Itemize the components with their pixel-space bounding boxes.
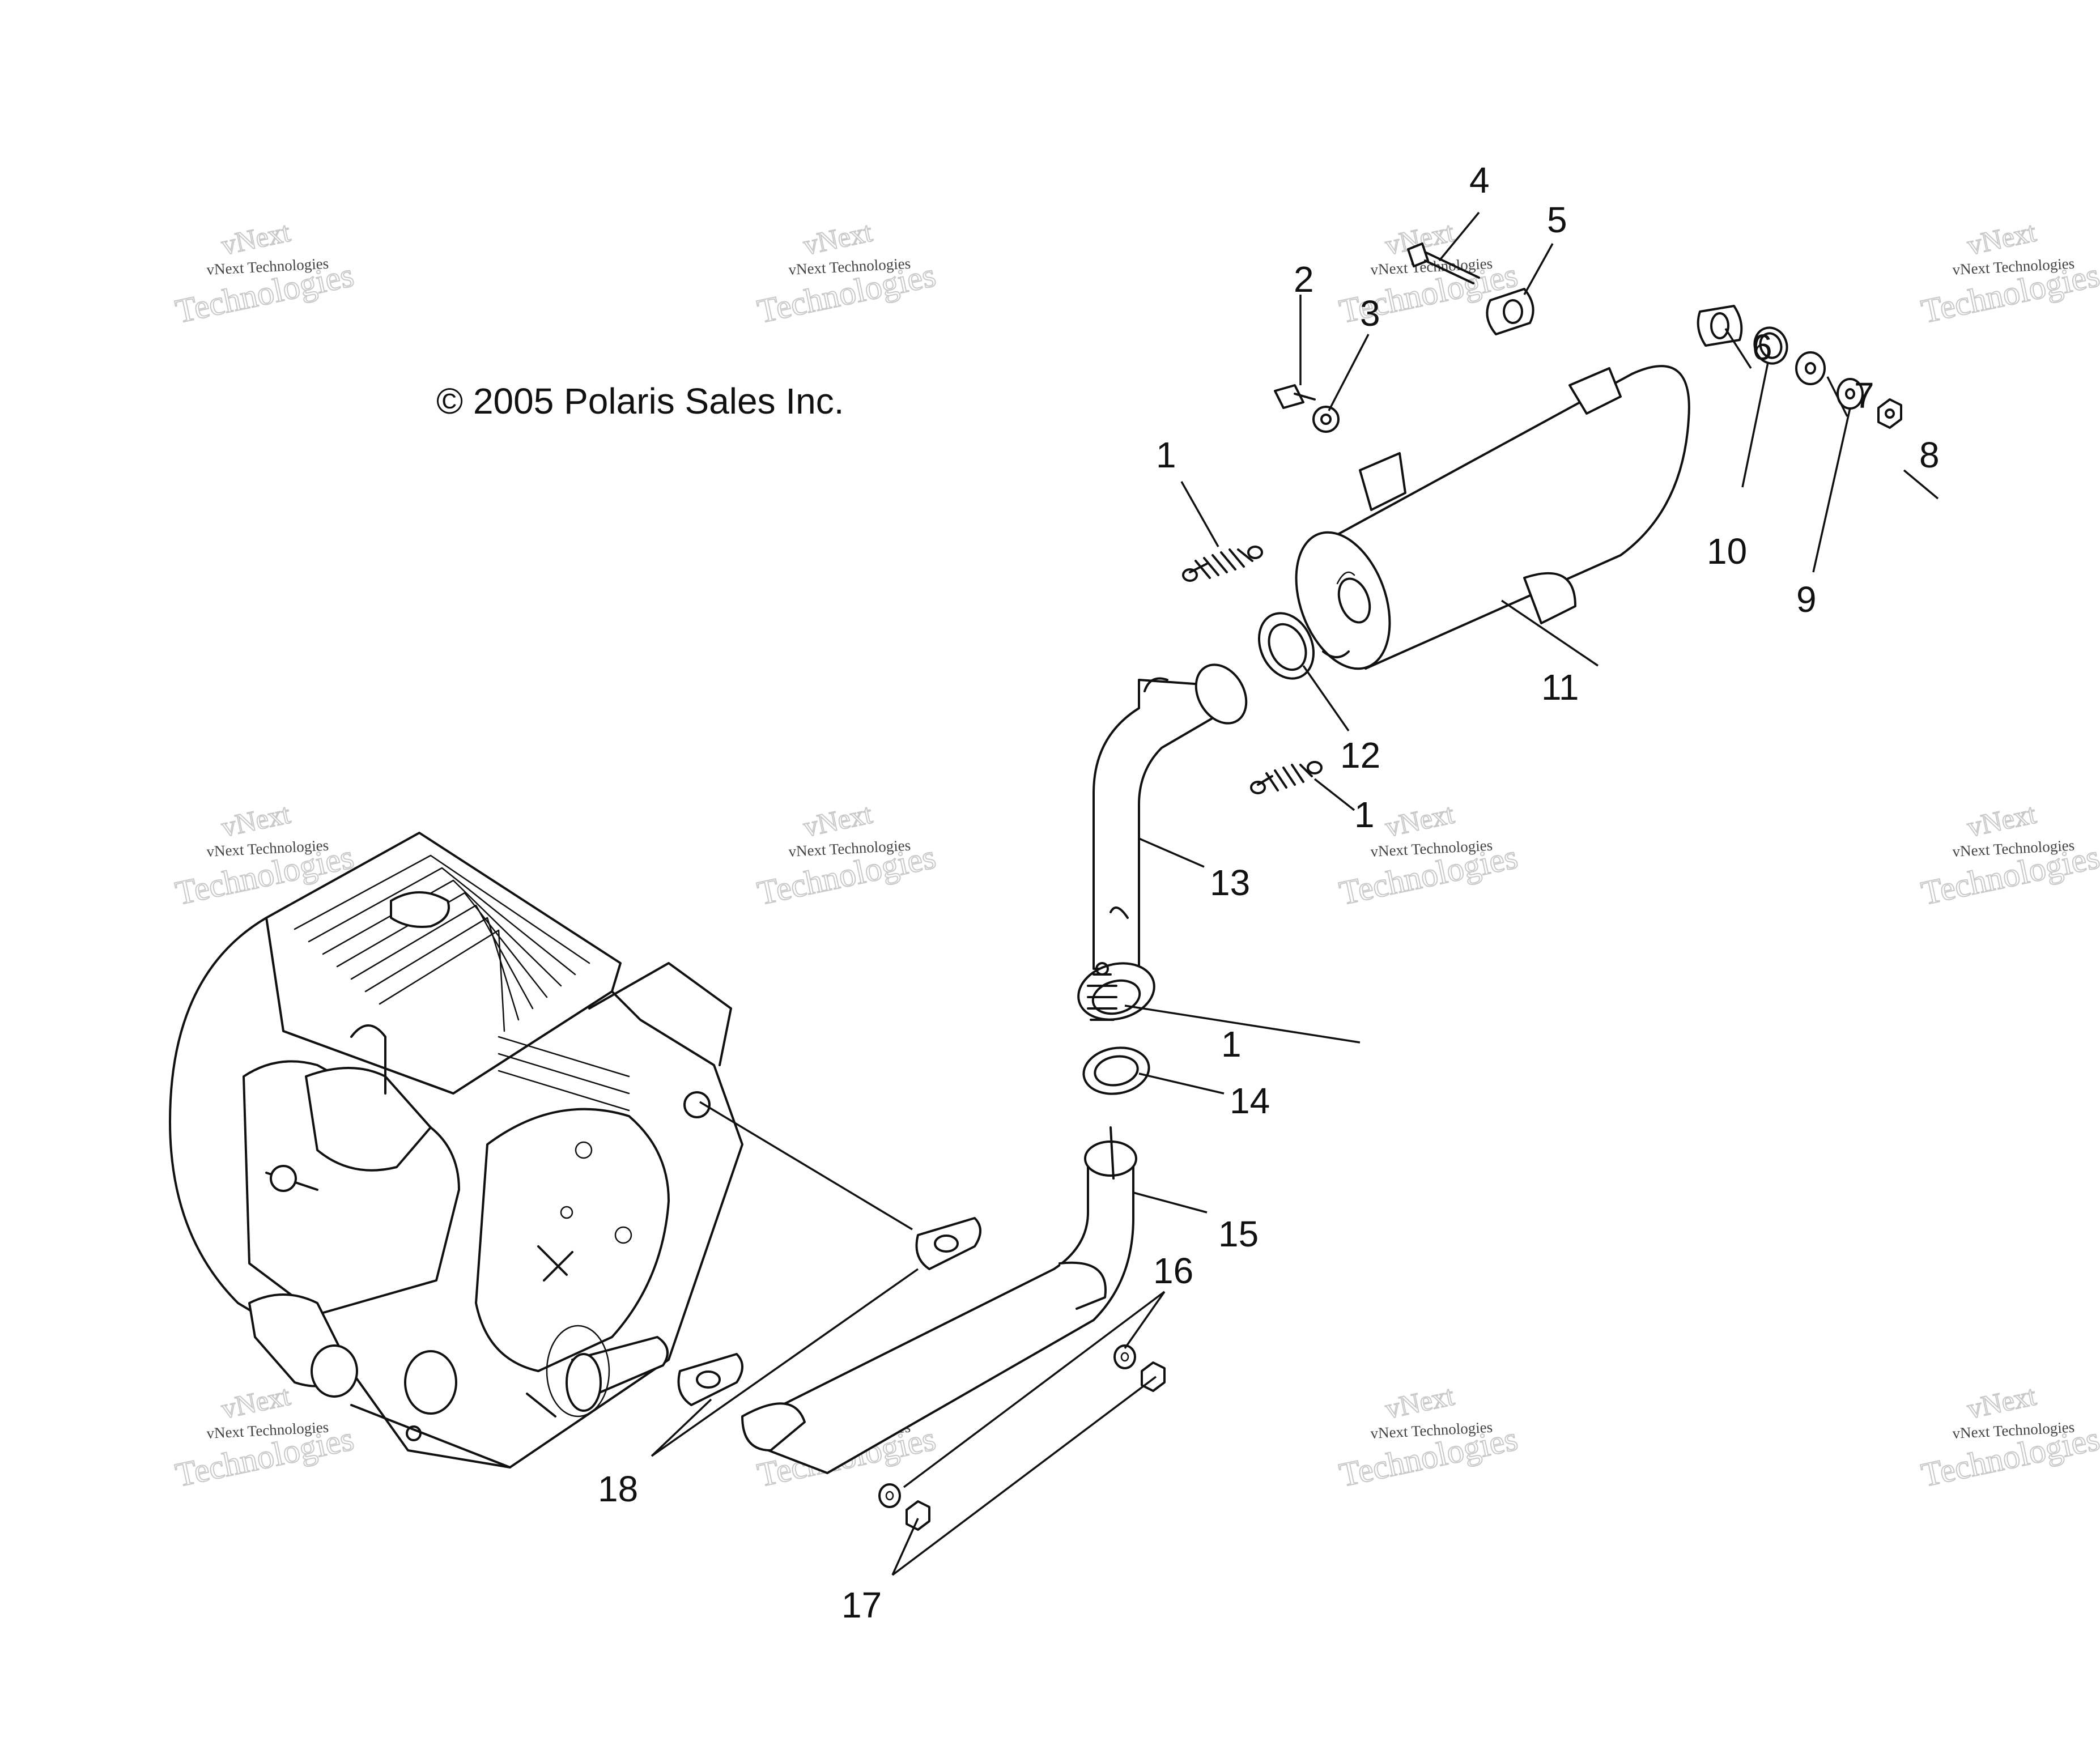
- gasket-12: [1257, 612, 1315, 680]
- callout-18: 18: [598, 1468, 638, 1509]
- callout-13: 13: [1210, 862, 1250, 903]
- callout-7: 7: [1854, 375, 1874, 416]
- watermark: vNext vNext Technologies Technologies: [1336, 1379, 1521, 1495]
- callout-1-middle: 1: [1354, 794, 1375, 835]
- watermark: vNext vNext Technologies Technologies: [1918, 215, 2100, 331]
- callout-10: 10: [1707, 531, 1747, 572]
- callout-16: 16: [1153, 1250, 1193, 1291]
- callout-11: 11: [1541, 667, 1579, 708]
- washer-3: [1312, 406, 1340, 433]
- washer-9: [1837, 378, 1864, 410]
- engine-illustration: [169, 832, 743, 1468]
- watermark: vNext vNext Technologies Technologies: [172, 215, 358, 331]
- watermark-text-vnext: vNext: [801, 798, 875, 843]
- callout-9: 9: [1796, 579, 1817, 620]
- washer-16: [878, 1344, 1136, 1508]
- header-pipe-13: [1077, 663, 1248, 1021]
- watermark: vNext vNext Technologies Technologies: [1918, 1379, 2100, 1495]
- ring-10: [1753, 326, 1788, 365]
- bushing-5: [1486, 288, 1534, 335]
- bushing-6: [1697, 305, 1743, 347]
- watermark: vNext vNext Technologies Technologies: [754, 215, 940, 331]
- copyright-text: © 2005 Polaris Sales Inc.: [436, 381, 844, 422]
- gasket-14: [1082, 1046, 1150, 1095]
- spring-lower: [1087, 962, 1117, 1021]
- washer-7: [1795, 351, 1826, 385]
- watermark-text-vnext: vNext: [1965, 798, 2039, 843]
- callout-1-upper: 1: [1156, 435, 1176, 475]
- watermark-text-vnext: vNext: [219, 798, 293, 843]
- callout-17: 17: [841, 1585, 882, 1625]
- watermark-text-vnext: vNext: [1965, 216, 2039, 261]
- callout-12: 12: [1340, 735, 1380, 776]
- watermark-text-vnext: vNext: [1383, 1380, 1457, 1425]
- bolt-4: [1407, 242, 1480, 284]
- callout-labels: 1 2 3 4 5 6 7 8 9 10 11 12 1 13 1 14 15 …: [598, 160, 1940, 1625]
- callout-2: 2: [1294, 259, 1314, 300]
- watermark-text-vnext: vNext: [219, 1380, 293, 1425]
- nut-8: [1877, 398, 1902, 429]
- bolt-2: [1274, 384, 1316, 409]
- watermark: vNext vNext Technologies Technologies: [754, 797, 940, 913]
- watermark: vNext vNext Technologies Technologies: [1918, 797, 2100, 913]
- callout-3: 3: [1360, 293, 1380, 334]
- header-pipe-15: [741, 1126, 1137, 1474]
- spring-upper: [1182, 546, 1263, 582]
- spring-middle: [1250, 761, 1323, 794]
- watermark-text-vnext: vNext: [801, 216, 875, 261]
- exhaust-gaskets-18: [677, 1217, 981, 1406]
- callout-8: 8: [1919, 435, 1940, 475]
- callout-5: 5: [1547, 199, 1567, 240]
- watermark-text-vnext: vNext: [219, 216, 293, 261]
- muffler: [1295, 365, 1690, 670]
- watermark-text-vnext: vNext: [1965, 1380, 2039, 1425]
- callout-1-lower: 1: [1221, 1024, 1242, 1065]
- callout-15: 15: [1218, 1214, 1259, 1254]
- watermark-text-vnext: vNext: [1383, 798, 1457, 843]
- callout-14: 14: [1230, 1080, 1270, 1121]
- callout-4: 4: [1469, 160, 1490, 201]
- callout-6: 6: [1752, 327, 1772, 368]
- leader-lines: [651, 211, 1939, 1576]
